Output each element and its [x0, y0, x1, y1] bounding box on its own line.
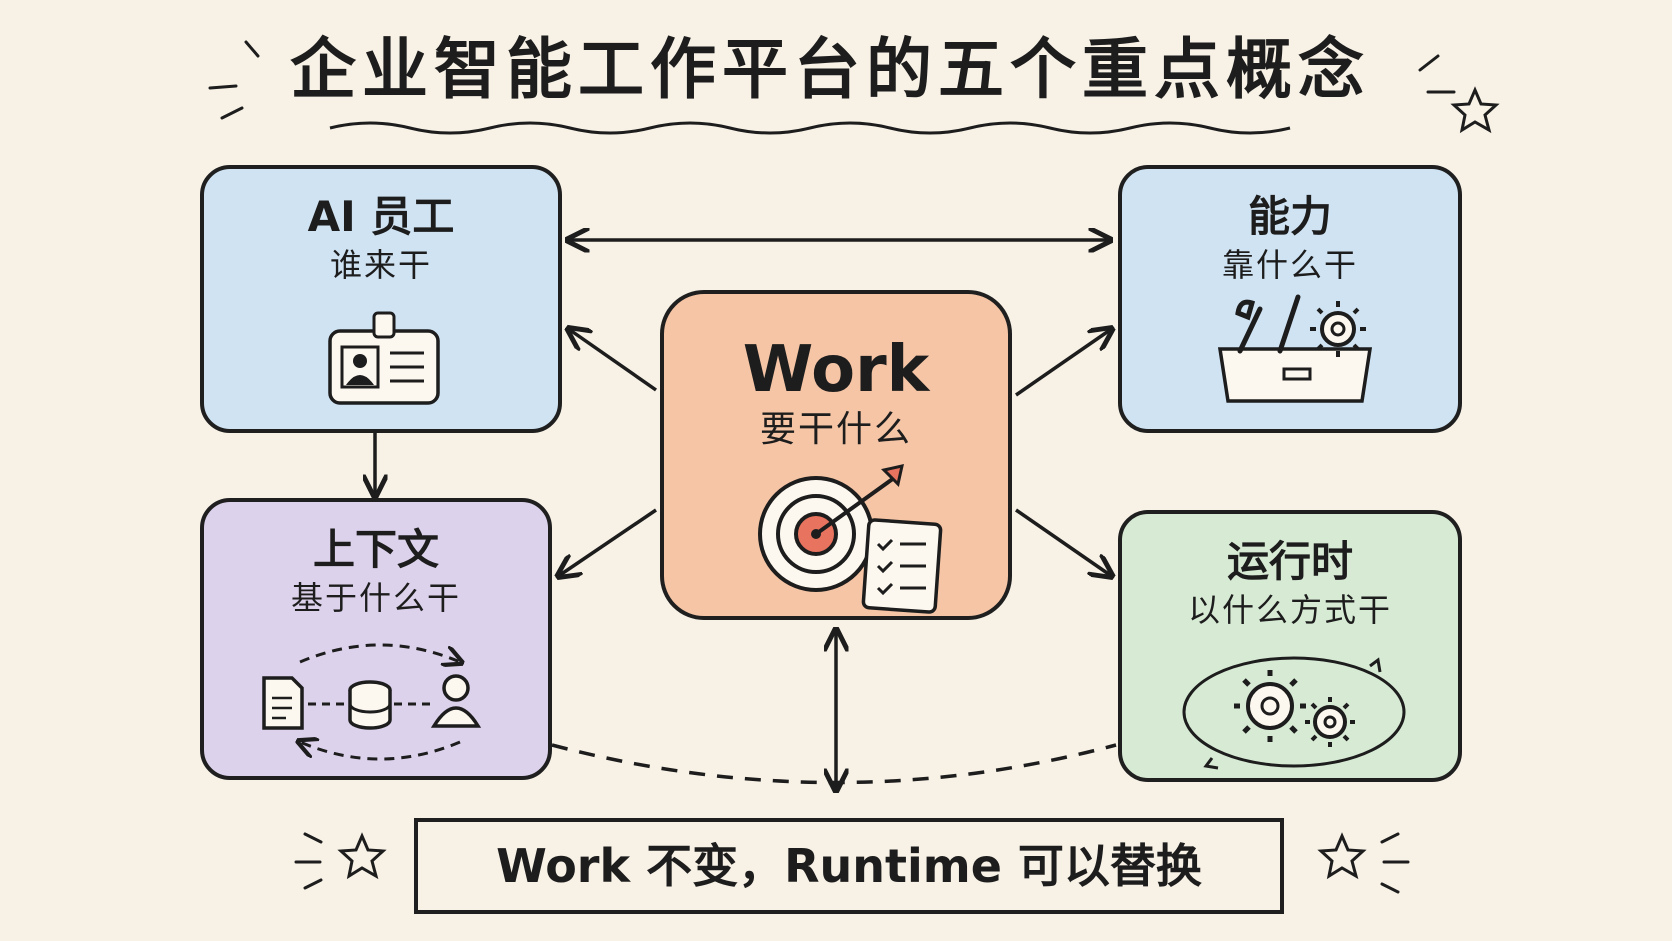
arrow-work-ai [570, 330, 658, 392]
node-title: 上下文 [312, 525, 439, 574]
arrow-work-context [560, 508, 657, 575]
node-title: Work [742, 333, 930, 407]
star-icon [337, 832, 387, 880]
footer-sparkles-left [294, 832, 323, 890]
title-sparkles-right [1418, 54, 1456, 94]
node-capability: 能力 靠什么干 [1118, 165, 1462, 433]
node-subtitle: 基于什么干 [290, 579, 461, 617]
node-subtitle: 以什么方式干 [1187, 591, 1392, 629]
page-title: 企业智能工作平台的五个重点概念 [290, 31, 1370, 108]
doc-database-user-icon [262, 643, 482, 761]
star-icon [1317, 832, 1367, 880]
toolbox-icon [1217, 294, 1373, 403]
target-checklist-icon [758, 464, 943, 614]
node-runtime: 运行时 以什么方式干 [1118, 510, 1462, 782]
footer-sparkles-right [1380, 832, 1410, 894]
title-sparkles-left [208, 40, 260, 120]
title-underline [329, 121, 1291, 135]
node-ai-staff: AI 员工 谁来干 [200, 165, 562, 433]
node-subtitle: 靠什么干 [1221, 246, 1358, 284]
gears-cycle-icon [1182, 656, 1406, 770]
node-subtitle: 要干什么 [759, 409, 912, 450]
node-subtitle: 谁来干 [329, 246, 432, 284]
footer-banner: Work 不变，Runtime 可以替换 [414, 818, 1284, 914]
dashed-link-context-runtime [551, 743, 1117, 785]
id-badge-icon [328, 311, 440, 405]
arrow-work-runtime [1015, 508, 1110, 575]
node-context: 上下文 基于什么干 [200, 498, 552, 780]
node-work: Work 要干什么 [660, 290, 1012, 620]
node-title: 能力 [1247, 192, 1332, 241]
node-title: AI 员工 [307, 192, 455, 241]
star-icon [1450, 86, 1500, 134]
node-title: 运行时 [1226, 537, 1353, 586]
arrow-work-capability [1015, 330, 1110, 397]
